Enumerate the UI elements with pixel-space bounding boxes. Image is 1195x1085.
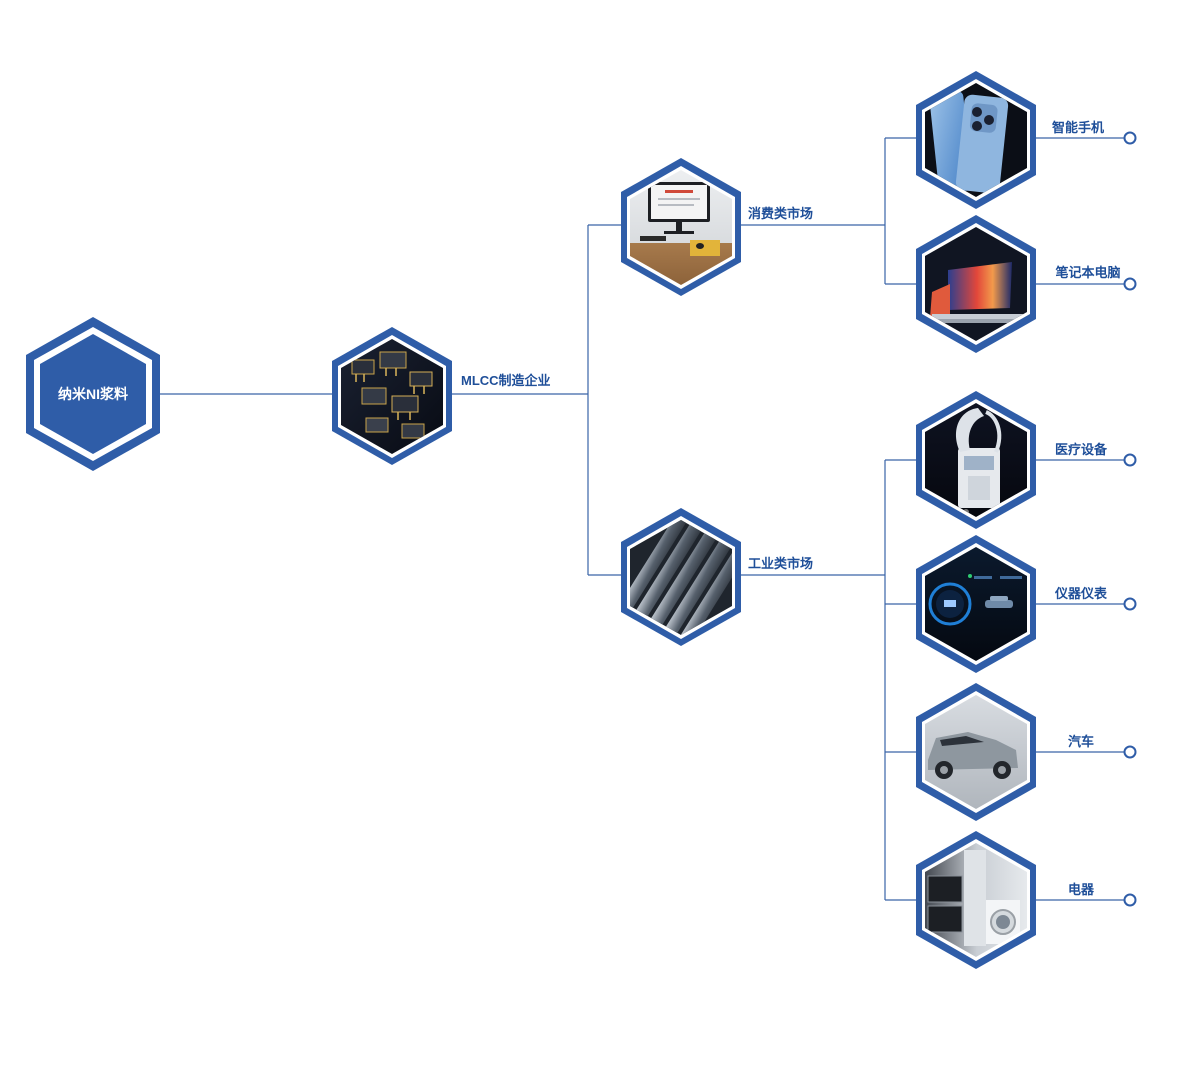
end-dot-smartphone (1123, 131, 1137, 145)
end-dot-medical (1123, 453, 1137, 467)
root-hex-inner (40, 334, 146, 454)
node-medical: 医疗设备 (916, 391, 1108, 529)
root-label: 纳米NI浆料 (58, 386, 128, 402)
appliance-label: 电器 (1068, 882, 1095, 897)
end-dot-laptop (1123, 277, 1137, 291)
mlcc-label: MLCC制造企业 (461, 373, 551, 388)
node-industrial: 工业类市场 (621, 508, 813, 646)
industrial-label: 工业类市场 (748, 556, 813, 571)
end-dot-car (1123, 745, 1137, 759)
node-car: 汽车 (916, 683, 1094, 821)
instrument-label: 仪器仪表 (1054, 586, 1108, 601)
node-root: 纳米NI浆料 (26, 317, 160, 471)
end-dot-appliance (1123, 893, 1137, 907)
car-label: 汽车 (1068, 734, 1094, 749)
node-appliance: 电器 (916, 831, 1095, 969)
node-mlcc: MLCC制造企业 (332, 327, 551, 465)
laptop-label: 笔记本电脑 (1055, 265, 1120, 280)
node-consumer: 消费类市场 (621, 158, 813, 296)
end-dot-instrument (1123, 597, 1137, 611)
node-smartphone: 智能手机 (916, 71, 1104, 209)
end-markers (1123, 131, 1137, 907)
connector-lines (160, 137, 1124, 901)
smartphone-label: 智能手机 (1052, 120, 1104, 135)
node-laptop: 笔记本电脑 (916, 215, 1121, 353)
consumer-label: 消费类市场 (748, 206, 813, 221)
node-instrument: 仪器仪表 (916, 535, 1108, 673)
medical-label: 医疗设备 (1055, 442, 1108, 457)
